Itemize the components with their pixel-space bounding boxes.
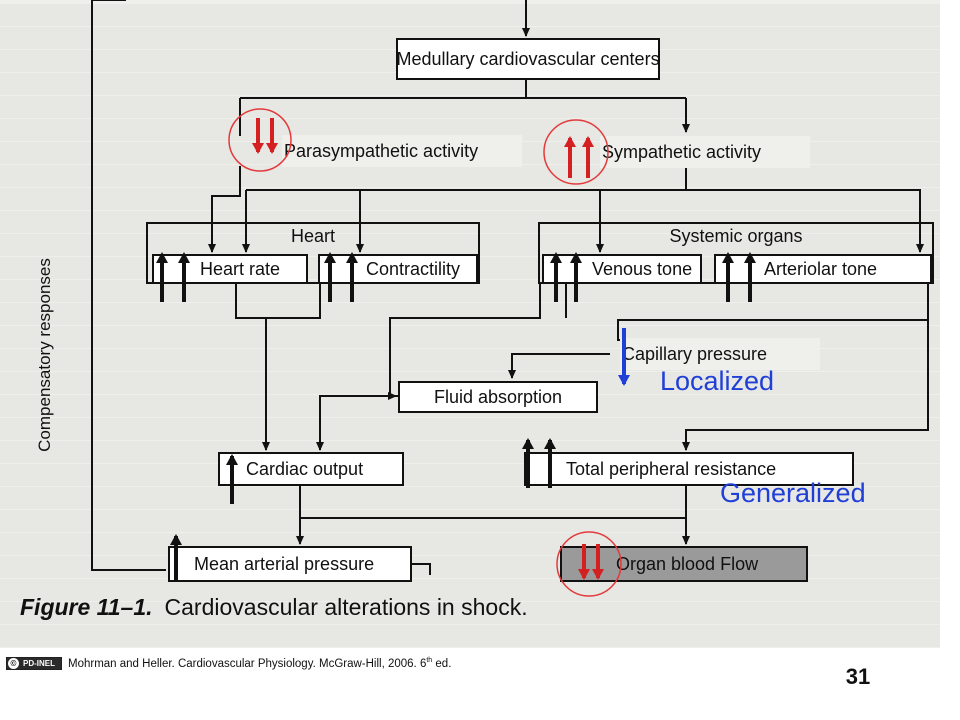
node-cardiac-output: Cardiac output: [218, 452, 404, 486]
generalized-text: Generalized: [720, 478, 866, 508]
connector-para-to-heart-rate: [208, 166, 241, 253]
page-number: 31: [845, 664, 871, 689]
credit-line: © PD-INEL Mohrman and Heller. Cardiovasc…: [6, 655, 451, 671]
scan-texture-line: [0, 418, 940, 440]
node-parasympathetic-activity: Parasympathetic activity: [282, 135, 522, 167]
connector-symp-arteriolar: [686, 189, 924, 253]
compensatory-responses-label: Compensatory responses: [35, 258, 57, 452]
node-capillary-pressure-label: Capillary pressure: [622, 343, 768, 364]
credit-text-suffix: ed.: [432, 657, 452, 670]
scan-texture-line: [0, 188, 940, 210]
node-venous-tone: Venous tone: [542, 254, 702, 284]
node-heart-label: Heart: [290, 226, 335, 246]
scan-texture-line: [0, 625, 940, 647]
connector-capillary-to-fluid: [508, 353, 610, 379]
connector-fluid-absorption-to-co: [316, 395, 398, 451]
node-organ-blood-flow: Organ blood Flow: [560, 546, 808, 582]
feedback-bracket-line: [91, 0, 126, 571]
scan-texture-line: [0, 510, 940, 532]
figure-caption: Figure 11–1. Cardiovascular alterations i…: [20, 594, 528, 621]
connector-co-to-merge: [299, 486, 686, 519]
node-total-peripheral-resistance: Total peripheral resistance: [524, 452, 854, 486]
copyright-icon: ©: [8, 657, 19, 669]
connector-to-cardiac-output: [262, 284, 321, 451]
localized-text: Localized: [660, 366, 775, 396]
node-mean-arterial-pressure: Mean arterial pressure: [168, 546, 412, 582]
node-contractility-label: Contractility: [366, 258, 461, 279]
node-organ-blood-flow-label: Organ blood Flow: [616, 553, 759, 574]
scan-texture-line: [0, 234, 940, 256]
node-medullary-centers-label: Medullary cardiovascular centers: [396, 48, 660, 69]
scan-texture-line: [0, 579, 940, 601]
node-systemic-organs-label: Systemic organs: [669, 226, 803, 246]
node-venous-tone-label: Venous tone: [592, 258, 693, 279]
credit-text-main: Mohrman and Heller. Cardiovascular Physi…: [68, 657, 427, 670]
node-tpr-label: Total peripheral resistance: [566, 458, 777, 479]
scan-texture-line: [0, 96, 940, 118]
connector-arteriolar-to-capillary: [617, 284, 929, 341]
black-increase-arrows: [156, 252, 756, 582]
scan-texture-line: [0, 73, 940, 95]
credit-text-sup: th: [426, 656, 433, 664]
figure-number: Figure 11–1.: [20, 594, 153, 620]
node-sympathetic-label: Sympathetic activity: [602, 141, 762, 162]
parasympathetic-decrease-arrows: [252, 118, 278, 154]
scan-texture-line: [0, 119, 940, 141]
parasympathetic-highlight-circle: [228, 108, 292, 172]
sympathetic-increase-arrows: [564, 136, 594, 178]
node-cardiac-output-label: Cardiac output: [246, 458, 364, 479]
connector-symp-left: [246, 168, 687, 191]
connector-fluid-to-co: [388, 284, 541, 400]
organ-flow-decrease-arrows: [578, 544, 604, 580]
node-heart-group: Heart: [146, 222, 480, 284]
connector-map-right: [412, 563, 431, 575]
scan-texture-line: [0, 487, 940, 509]
node-capillary-pressure: Capillary pressure: [620, 338, 820, 370]
scan-texture-line: [0, 165, 940, 187]
node-sympathetic-activity: Sympathetic activity: [600, 136, 810, 168]
generalized-annotation: Generalized: [720, 478, 866, 509]
node-fluid-absorption: Fluid absorption: [398, 381, 598, 413]
license-badge-text: PD-INEL: [23, 658, 55, 668]
node-arteriolar-tone-label: Arteriolar tone: [764, 258, 878, 279]
node-fluid-absorption-label: Fluid absorption: [433, 386, 563, 407]
node-heart-rate-label: Heart rate: [200, 258, 281, 279]
scan-texture-line: [0, 602, 940, 624]
figure-caption-text: Cardiovascular alterations in shock.: [164, 594, 528, 620]
localized-annotation: Localized: [660, 366, 774, 397]
license-badge: © PD-INEL: [6, 656, 62, 670]
credit-text: Mohrman and Heller. Cardiovascular Physi…: [68, 657, 451, 670]
connector-hr-merge: [235, 284, 266, 319]
sympathetic-highlight-circle: [543, 119, 609, 185]
scan-texture-line: [0, 4, 940, 26]
node-map-label: Mean arterial pressure: [194, 553, 375, 574]
node-parasympathetic-label: Parasympathetic activity: [284, 140, 479, 161]
connector-to-tpr: [682, 320, 929, 451]
organ-flow-highlight-circle: [556, 531, 622, 597]
connector-lines: [91, 0, 929, 575]
compensatory-responses-text: Compensatory responses: [35, 258, 54, 452]
node-medullary-centers: Medullary cardiovascular centers: [396, 38, 660, 80]
node-contractility: Contractility: [318, 254, 478, 284]
